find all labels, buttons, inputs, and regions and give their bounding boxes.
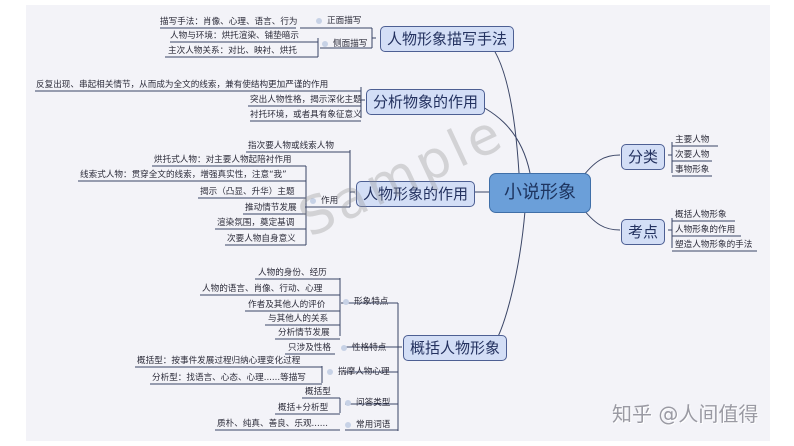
leaf-own-meaning[interactable]: 次要人物自身意义 xyxy=(227,234,296,244)
leaf-person-environment[interactable]: 人物与环境：烘托渲染、铺垫暗示 xyxy=(170,31,299,41)
leaf-summary[interactable]: 概括型 xyxy=(305,387,331,397)
leaf-advance-plot[interactable]: 推动情节发展 xyxy=(245,203,297,213)
leaf-summary-type[interactable]: 概括型：按事件发展过程归纳心理变化过程 xyxy=(137,356,301,366)
leaf-set-off-environment[interactable]: 衬托环境，或者具有象征意义 xyxy=(250,110,362,120)
leaf-evaluation[interactable]: 作者及其他人的评价 xyxy=(248,300,326,310)
bullet-icon xyxy=(345,399,351,406)
group-image-traits[interactable]: 形象特点 xyxy=(343,297,388,308)
topic-classification[interactable]: 分类 xyxy=(621,144,666,170)
leaf-identity[interactable]: 人物的身份、经历 xyxy=(258,268,327,278)
leaf-relationships[interactable]: 与其他人的关系 xyxy=(268,314,329,324)
group-function[interactable]: 作用 xyxy=(310,196,338,207)
leaf-image-function[interactable]: 人物形象的作用 xyxy=(675,225,736,235)
bullet-icon xyxy=(327,368,333,375)
leaf-atmosphere[interactable]: 渲染氛围，奠定基调 xyxy=(217,218,295,228)
bullet-icon xyxy=(345,421,351,428)
leaf-summary-analysis[interactable]: 概括+分析型 xyxy=(278,403,329,413)
topic-exam-points[interactable]: 考点 xyxy=(621,219,666,245)
group-side-description[interactable]: 侧面描写 xyxy=(322,39,367,50)
leaf-foil-character[interactable]: 烘托式人物：对主要人物起陪衬作用 xyxy=(154,155,292,165)
group-psychology[interactable]: 揣摩人物心理 xyxy=(327,367,390,378)
bullet-icon xyxy=(310,197,316,204)
bullet-icon xyxy=(316,17,322,24)
zhihu-credit-watermark: 知乎 @人间值得 xyxy=(612,402,759,426)
leaf-secondary-character[interactable]: 次要人物 xyxy=(675,150,710,160)
group-front-description[interactable]: 正面描写 xyxy=(316,16,361,27)
central-topic[interactable]: 小说形象 xyxy=(489,173,591,213)
leaf-front-methods[interactable]: 描写手法：肖像、心理、语言、行为 xyxy=(160,17,298,27)
leaf-object-image[interactable]: 事物形象 xyxy=(675,165,710,175)
leaf-common-words[interactable]: 质朴、纯真、善良、乐观...... xyxy=(217,419,328,429)
leaf-analysis-type[interactable]: 分析型：找语言、心态、心理......等描写 xyxy=(152,373,306,383)
leaf-main-character[interactable]: 主要人物 xyxy=(675,135,710,145)
topic-character-function[interactable]: 人物形象的作用 xyxy=(356,181,476,207)
leaf-shaping-methods[interactable]: 塑造人物形象的手法 xyxy=(675,240,753,250)
leaf-plot-analysis[interactable]: 分析情节发展 xyxy=(278,328,330,338)
leaf-clue[interactable]: 反复出现、串起相关情节，从而成为全文的线索，兼有使结构更加严谨的作用 xyxy=(36,80,329,90)
leaf-summarize-image[interactable]: 概括人物形象 xyxy=(675,210,727,220)
leaf-primary-secondary[interactable]: 主次人物关系：对比、映衬、烘托 xyxy=(168,46,297,56)
bullet-icon xyxy=(322,40,328,47)
topic-object-function[interactable]: 分析物象的作用 xyxy=(366,89,486,115)
leaf-highlight-character[interactable]: 突出人物性格，揭示深化主题 xyxy=(250,95,362,105)
topic-summarize-character[interactable]: 概括人物形象 xyxy=(403,335,508,361)
topic-description-methods[interactable]: 人物形象描写手法 xyxy=(380,26,515,52)
group-question-types[interactable]: 问答类型 xyxy=(345,398,390,409)
leaf-clue-character[interactable]: 线索式人物：贯穿全文的线索，增强真实性，注意“我” xyxy=(80,170,287,180)
bullet-icon xyxy=(341,344,347,351)
leaf-language-portrait[interactable]: 人物的语言、肖像、行动、心理 xyxy=(202,284,323,294)
group-common-words[interactable]: 常用词语 xyxy=(345,420,390,431)
bullet-icon xyxy=(343,298,349,305)
group-personality-traits[interactable]: 性格特点 xyxy=(341,343,386,354)
leaf-reveal-theme[interactable]: 揭示（凸显、升华）主题 xyxy=(200,187,295,197)
leaf-personality-only[interactable]: 只涉及性格 xyxy=(288,343,331,353)
leaf-secondary-or-clue[interactable]: 指次要人物或线索人物 xyxy=(248,141,334,151)
